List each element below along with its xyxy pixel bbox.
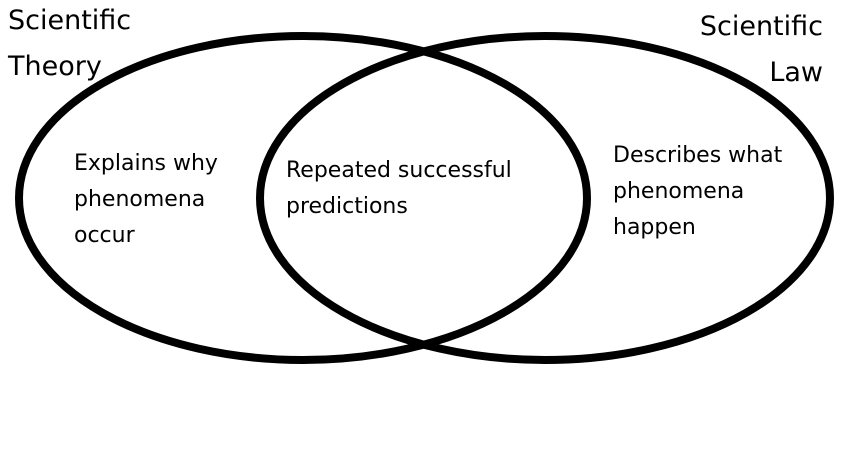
scientific-law-label: Scientific Law	[700, 4, 823, 96]
scientific-law-label-line-1: Scientific	[699, 11, 823, 42]
scientific-theory-label-line-2: Theory	[8, 51, 102, 82]
theory-description-line-2: phenomena	[74, 187, 206, 212]
theory-description: Explains why phenomena occur	[74, 146, 218, 254]
law-description-line-1: Describes what	[613, 143, 783, 168]
overlap-description: Repeated successful predictions	[286, 153, 512, 225]
theory-description-line-3: occur	[74, 223, 135, 248]
law-description: Describes what phenomena happen	[613, 138, 782, 246]
theory-description-line-1: Explains why	[74, 151, 218, 176]
overlap-description-line-2: predictions	[286, 194, 408, 219]
scientific-law-label-line-2: Law	[769, 57, 823, 88]
scientific-theory-circle	[15, 32, 591, 364]
overlap-description-line-1: Repeated successful	[286, 158, 512, 183]
scientific-theory-label-line-1: Scientific	[8, 5, 132, 36]
law-description-line-2: phenomena	[613, 179, 745, 204]
scientific-law-circle	[256, 32, 834, 364]
scientific-theory-label: Scientific Theory	[8, 0, 131, 90]
law-description-line-3: happen	[613, 215, 696, 240]
